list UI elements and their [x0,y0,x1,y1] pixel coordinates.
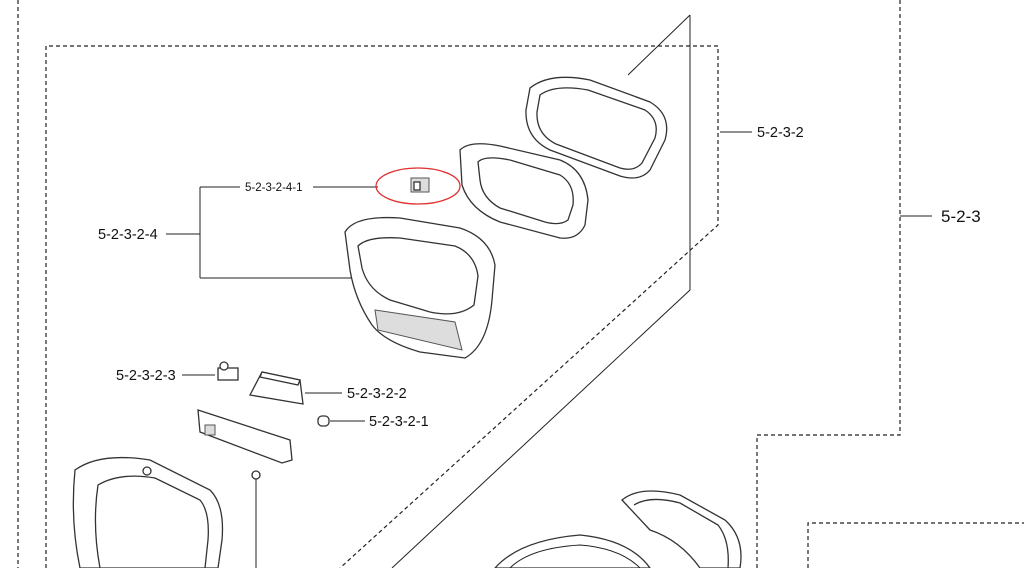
highlighted-part [375,167,461,205]
label-5-2-3-2-2: 5-2-3-2-2 [347,386,407,402]
lower-door-parts [494,490,742,568]
lower-group-boundary [807,522,1024,568]
inner-group-boundary [45,45,719,568]
highlight-circle [375,167,461,205]
door-inner-frame [344,216,496,359]
label-5-2-3-2-1: 5-2-3-2-1 [369,414,429,430]
door-glass-frame [459,143,589,239]
label-5-2-3-2-4: 5-2-3-2-4 [98,227,158,243]
label-5-2-3-2-3: 5-2-3-2-3 [116,368,176,384]
outer-door-ring [525,76,668,179]
label-5-2-3-2: 5-2-3-2 [757,125,804,141]
hinge-pin [217,361,239,381]
cap-part [317,415,330,427]
leader-lines [166,14,932,568]
hinge-cover [249,371,304,405]
hinge-bracket [197,409,293,464]
screw [251,470,261,480]
label-5-2-3: 5-2-3 [941,207,981,226]
label-5-2-3-2-4-1: 5-2-3-2-4-1 [245,182,303,194]
outer-door-glass [72,456,224,568]
outer-group-boundary [17,0,901,568]
